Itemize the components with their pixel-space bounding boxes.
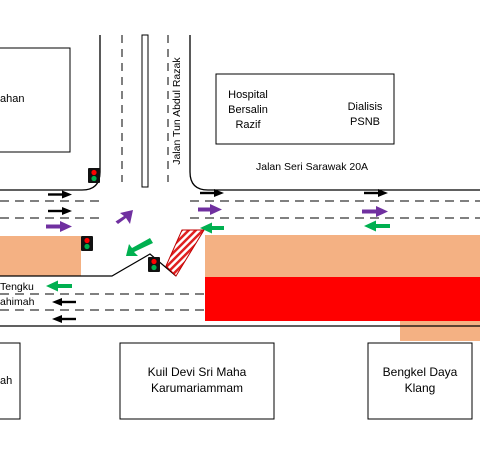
building-left-top <box>0 47 71 153</box>
arrow-left-green <box>200 222 224 234</box>
hospital-label-line1: Hospital <box>228 89 268 101</box>
road-label-tengku-line2: ahimah <box>0 296 35 309</box>
traffic-light <box>148 257 160 272</box>
arrow-diagonal-purple <box>115 210 133 224</box>
road-label-tengku-line1: Tengku <box>0 281 34 293</box>
road-label-seri-sarawak: Jalan Seri Sarawak 20A <box>256 161 369 173</box>
pedestrian-crossing <box>165 229 205 277</box>
hospital-label-line2: Bersalin <box>228 103 268 116</box>
arrow-right-black <box>48 207 72 215</box>
temple-label: Kuil Devi Sri Maha Karumariammam <box>120 364 274 396</box>
traffic-light <box>81 236 93 251</box>
building-hospital <box>215 73 395 145</box>
temple-label-line2: Karumariammam <box>150 381 243 396</box>
hospital-label-line3: Razif <box>235 118 261 131</box>
arrow-left-black <box>52 298 76 306</box>
dialysis-label-line1: Dialisis <box>347 101 383 113</box>
dialysis-label-line2: PSNB <box>350 115 380 128</box>
arrow-right-purple <box>198 204 222 215</box>
arrow-left-green <box>46 280 72 292</box>
building-left-top-label: ahan <box>0 93 25 105</box>
traffic-light <box>88 168 100 183</box>
temple-label-line1: Kuil Devi Sri Maha <box>147 365 247 379</box>
arrow-right-purple <box>46 221 72 232</box>
arrow-right-black <box>200 189 224 197</box>
red-zone <box>205 277 480 321</box>
dialysis-label: Dialisis PSNB <box>340 100 390 130</box>
building-left-bottom <box>0 342 21 420</box>
horizontal-road <box>0 200 480 327</box>
arrow-left-green <box>364 220 390 232</box>
road-label-tun-abdul-razak: Jalan Tun Abdul Razak <box>170 57 183 165</box>
arrow-diagonal-green <box>126 238 153 256</box>
building-temple <box>119 342 275 420</box>
arrow-left-black <box>52 315 76 323</box>
building-workshop <box>367 342 473 420</box>
arrow-right-black <box>48 190 72 199</box>
arrow-right-black <box>364 189 388 197</box>
median-island <box>0 253 177 277</box>
tan-zone-left <box>0 236 81 276</box>
tan-zone-lower-right <box>400 321 480 341</box>
building-left-bottom-label: ah <box>0 375 13 387</box>
road-label-tengku: Tengku ahimah <box>0 280 34 310</box>
workshop-label: Bengkel Daya Klang <box>368 364 472 396</box>
workshop-label-line2: Klang <box>404 381 436 396</box>
hospital-label: Hospital Bersalin Razif <box>222 88 274 133</box>
workshop-label-line1: Bengkel Daya <box>382 365 458 379</box>
building-outlines <box>0 47 473 420</box>
road-median <box>141 34 149 188</box>
tan-zone-right <box>205 235 480 277</box>
arrow-right-purple <box>362 206 388 217</box>
